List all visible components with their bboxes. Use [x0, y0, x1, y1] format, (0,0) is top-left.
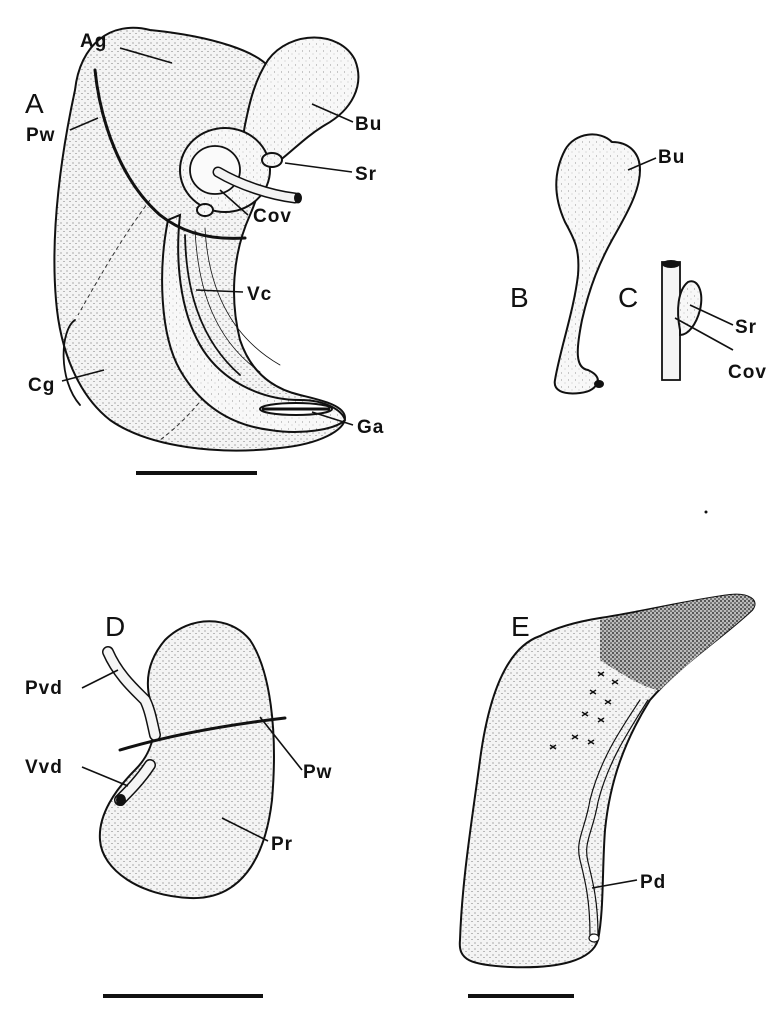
prostate-body: [100, 621, 274, 898]
oviduct-tube-opening: [294, 193, 302, 204]
vvd-duct-opening: [116, 794, 126, 806]
small-duct-loop: [197, 204, 213, 216]
panel-b: B Bu: [510, 134, 685, 393]
panel-d: D Pvd Vvd Pw Pr: [25, 611, 332, 996]
label-pd: Pd: [640, 872, 666, 893]
oviduct-tube-c: [662, 262, 680, 380]
panel-letter-d: D: [105, 611, 125, 642]
panel-c: C Sr Cov: [618, 260, 767, 383]
leader-pvd: [82, 670, 118, 688]
bursa-isolated: [555, 134, 640, 393]
panel-letter-e: E: [511, 611, 530, 642]
seminal-receptacle-small: [262, 153, 282, 167]
stray-dot: [705, 511, 708, 514]
penial-duct-opening: [589, 934, 599, 942]
label-ag: Ag: [80, 31, 107, 52]
bursa-duct-opening: [594, 380, 604, 388]
leader-sr: [285, 163, 352, 172]
panel-a: A Ag Pw Bu Sr Cov Vc Cg Ga: [25, 28, 384, 473]
panel-letter-b: B: [510, 282, 529, 313]
label-ga: Ga: [357, 417, 384, 438]
label-bu-b: Bu: [658, 147, 685, 168]
label-pr: Pr: [271, 834, 293, 855]
label-cov-a: Cov: [253, 206, 292, 227]
panel-letter-c: C: [618, 282, 638, 313]
label-pw-a: Pw: [26, 125, 55, 146]
label-pw-d: Pw: [303, 762, 332, 783]
label-cg: Cg: [28, 375, 55, 396]
oviduct-tube-c-top: [662, 260, 680, 268]
panel-e: E Pd: [460, 595, 755, 996]
label-bu-a: Bu: [355, 114, 382, 135]
label-sr-c: Sr: [735, 317, 757, 338]
panel-letter-a: A: [25, 88, 44, 119]
label-cov-c: Cov: [728, 362, 767, 383]
label-sr-a: Sr: [355, 164, 377, 185]
label-vc: Vc: [247, 284, 272, 305]
leader-vvd: [82, 767, 128, 786]
label-vvd: Vvd: [25, 757, 63, 778]
label-pvd: Pvd: [25, 678, 63, 699]
